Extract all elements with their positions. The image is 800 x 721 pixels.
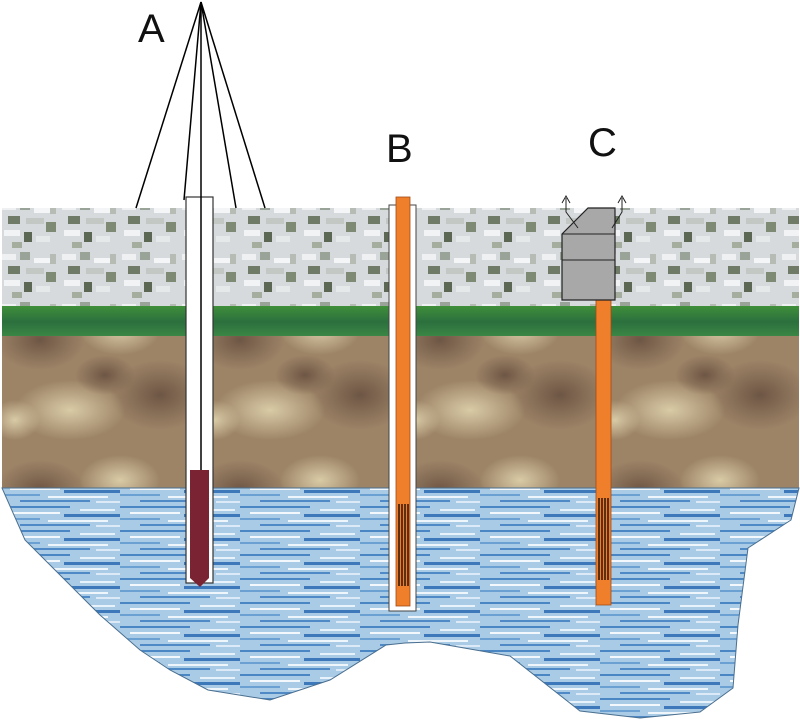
pipe-b	[395, 196, 411, 607]
screen-c	[598, 498, 609, 580]
housing	[561, 207, 616, 301]
well-a	[135, 1, 266, 587]
label-a: A	[138, 7, 165, 51]
tripod-leg	[135, 1, 202, 209]
vent-arrow-left	[561, 194, 579, 229]
screen-b	[398, 504, 409, 586]
tripod-leg	[200, 1, 237, 209]
label-c: C	[588, 121, 617, 165]
tripod-leg	[200, 1, 266, 209]
well-b	[388, 196, 417, 612]
well-c	[561, 194, 627, 606]
label-b: B	[386, 127, 413, 171]
vent-arrow-right	[611, 194, 627, 229]
plug	[190, 470, 209, 587]
tripod-leg	[183, 1, 202, 201]
